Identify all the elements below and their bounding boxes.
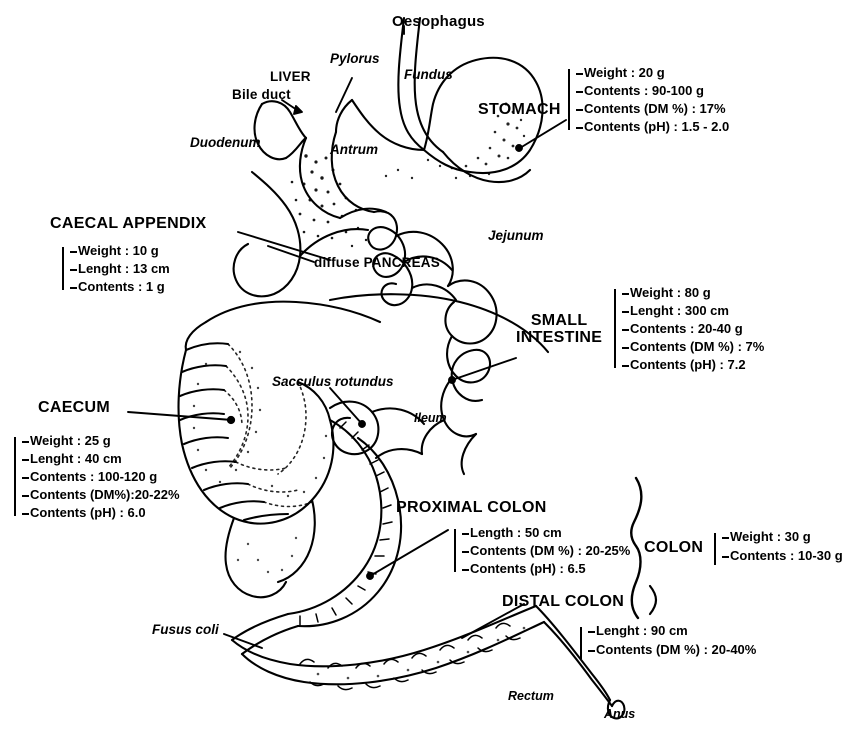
label-antrum: Antrum (330, 142, 378, 157)
distal-colon-shape (230, 604, 538, 668)
data-block-proximal-colon: Length : 50 cm Contents (DM %) : 20-25% … (454, 526, 630, 575)
label-pancreas: diffuse PANCREAS (314, 255, 440, 270)
fusus-coli-shape (230, 612, 290, 642)
ileum-shape (446, 334, 492, 384)
heading-caecum: CAECUM (38, 399, 111, 416)
proximal-colon-contents-dm: Contents (DM %) : 20-25% (461, 544, 630, 557)
caecal-appendix-length: Lenght : 13 cm (70, 262, 170, 275)
caecum-contents-dm: Contents (DM%):20-22% (22, 488, 180, 501)
data-block-distal-colon: Lenght : 90 cm Contents (DM %) : 20-40% (580, 624, 756, 662)
small-intestine-weight: Weight : 80 g (621, 286, 764, 299)
label-pylorus: Pylorus (330, 51, 380, 66)
distal-colon-length: Lenght : 90 cm (587, 624, 756, 637)
proximal-colon-contents-ph: Contents (pH) : 6.5 (461, 562, 630, 575)
rectum-shape (534, 604, 612, 702)
small-intestine-contents-ph: Contents (pH) : 7.2 (621, 358, 764, 371)
data-block-colon: Weight : 30 g Contents : 10-30 g (714, 530, 843, 568)
label-fusus-coli: Fusus coli (152, 622, 219, 637)
distal-colon-contents-dm: Contents (DM %) : 20-40% (587, 643, 756, 656)
small-intestine-length: Lenght : 300 cm (621, 304, 764, 317)
label-rectum: Rectum (508, 689, 554, 703)
stomach-contents: Contents : 90-100 g (575, 84, 729, 97)
label-anus: Anus (604, 707, 636, 721)
label-bile-duct: Bile duct (232, 87, 291, 102)
caecum-length: Lenght : 40 cm (22, 452, 180, 465)
data-block-caecal-appendix: Weight : 10 g Lenght : 13 cm Contents : … (62, 244, 170, 293)
heading-stomach: STOMACH (478, 101, 561, 118)
heading-proximal-colon: PROXIMAL COLON (396, 499, 547, 516)
colon-weight: Weight : 30 g (722, 530, 843, 543)
proximal-colon-length: Length : 50 cm (461, 526, 630, 539)
jejunum-shape (367, 210, 414, 307)
caecum-contents: Contents : 100-120 g (22, 470, 180, 483)
colon-contents: Contents : 10-30 g (722, 549, 843, 562)
caecum-shape (204, 300, 382, 324)
label-jejunum: Jejunum (488, 228, 544, 243)
heading-distal-colon: DISTAL COLON (502, 593, 625, 610)
caecum-contents-ph: Contents (pH) : 6.0 (22, 506, 180, 519)
stomach-shape (422, 56, 544, 174)
liver-shape (260, 100, 308, 140)
anus-shape (606, 698, 626, 720)
stomach-weight: Weight : 20 g (575, 66, 729, 79)
label-duodenum: Duodenum (190, 135, 261, 150)
data-block-stomach: Weight : 20 g Contents : 90-100 g Conten… (568, 66, 729, 133)
oesophagus-shape (397, 16, 426, 152)
leader-lines (127, 25, 567, 649)
heading-small-intestine: SMALL INTESTINE (516, 312, 602, 347)
duodenum-shape (298, 136, 342, 220)
data-block-caecum: Weight : 25 g Lenght : 40 cm Contents : … (14, 434, 180, 519)
caecal-appendix-weight: Weight : 10 g (70, 244, 170, 257)
proximal-colon-shape (286, 418, 383, 616)
stomach-contents-dm: Contents (DM %) : 17% (575, 102, 729, 115)
small-intestine-contents: Contents : 20-40 g (621, 322, 764, 335)
small-intestine-contents-dm: Contents (DM %) : 7% (621, 340, 764, 353)
caecal-appendix-shape (224, 516, 288, 599)
label-oesophagus: Oesophagus (392, 13, 485, 30)
label-sacculus-rotundus: Sacculus rotundus (272, 374, 394, 389)
sacculus-rotundus-shape (328, 400, 380, 456)
heading-caecal-appendix: CAECAL APPENDIX (50, 215, 207, 232)
stomach-contents-ph: Contents (pH) : 1.5 - 2.0 (575, 120, 729, 133)
heading-small-intestine-line2: INTESTINE (516, 329, 603, 347)
data-block-small-intestine: Weight : 80 g Lenght : 300 cm Contents :… (614, 286, 764, 371)
pancreas-stipple (290, 154, 368, 248)
label-fundus: Fundus (404, 67, 453, 82)
heading-colon: COLON (644, 539, 704, 556)
label-liver: LIVER (270, 69, 311, 84)
caecum-weight: Weight : 25 g (22, 434, 180, 447)
colon-brace (630, 476, 643, 620)
heading-small-intestine-line1: SMALL (530, 312, 588, 329)
label-ileum: Ileum (414, 411, 447, 425)
caecal-appendix-contents: Contents : 1 g (70, 280, 170, 293)
